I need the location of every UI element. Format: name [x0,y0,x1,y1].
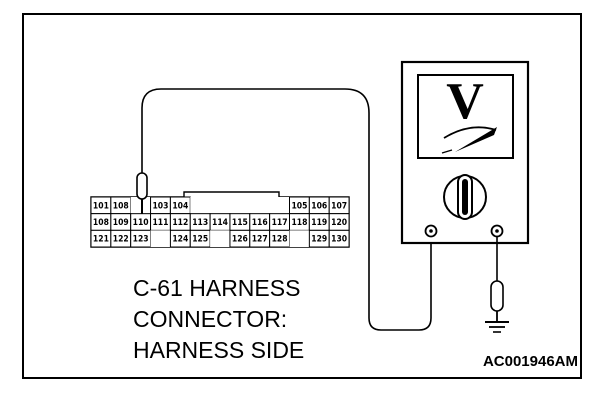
connector-pin-label: 116 [252,218,268,228]
connector-pin-label: 125 [192,235,208,245]
caption-line-3: HARNESS SIDE [133,337,304,363]
connector-pin-label: 109 [113,218,129,228]
connector-pin-label: 110 [133,218,149,228]
figure-frame [22,13,582,379]
connector-empty-cell [249,197,270,214]
connector-empty-cell [229,197,250,214]
connector-pin-label: 106 [311,201,327,211]
voltmeter-display [417,74,514,159]
caption-line-1: C-61 HARNESS [133,275,300,301]
voltmeter: V [400,60,530,245]
ground-icon [485,321,509,333]
connector-pin-label: 115 [232,218,248,228]
connector-pin-label: 113 [192,218,208,228]
connector-pin-label: 124 [172,235,188,245]
connector-pin-label: 108 [113,201,129,211]
connector-pin-label: 117 [272,218,288,228]
connector-pin-label: 107 [331,201,347,211]
connector-empty-cell [210,230,230,248]
connector-empty-cell [130,197,151,214]
connector-pin-label: 121 [93,235,109,245]
connector-pin-label: 112 [172,218,188,228]
selector-dial [443,174,487,220]
connector-empty-cell [269,197,290,214]
connector-empty-cell [289,230,310,248]
connector-pin-label: 101 [93,201,109,211]
connector-pin-label: 111 [152,218,168,228]
terminal-positive [490,224,504,238]
connector-pin-label: 119 [311,218,327,228]
connector-pin-label: 103 [152,201,168,211]
connector-pin-label: 120 [331,218,347,228]
test-probe [136,108,148,214]
connector-empty-cell [210,197,230,214]
connector-pin-label: 105 [291,201,307,211]
connector-pin-label: 114 [212,218,228,228]
connector-pin-label: 127 [252,235,268,245]
connector-pin-label: 126 [232,235,248,245]
caption-line-2: CONNECTOR: [133,306,287,332]
connector-pin-label: 104 [172,201,188,211]
connector-pin-label: 108 [93,218,109,228]
voltmeter-label: V [446,73,484,130]
terminal-negative [424,224,438,238]
connector-pin-label: 123 [133,235,149,245]
connector-pin-cell [328,229,350,248]
connector-pin-label: 129 [311,235,327,245]
lead-wire [141,88,432,331]
figure-code: AC001946AM [483,353,578,370]
connector-pin-label: 118 [291,218,307,228]
connector-pin-label: 122 [113,235,129,245]
voltmeter-scale [443,126,497,139]
ground-lead [485,236,509,333]
connector-pin-label: 128 [272,235,288,245]
voltmeter-needle [455,127,497,152]
connector-empty-cell [150,230,171,248]
connector-empty-cell [190,197,211,214]
connector-pin-label: 130 [331,235,347,245]
